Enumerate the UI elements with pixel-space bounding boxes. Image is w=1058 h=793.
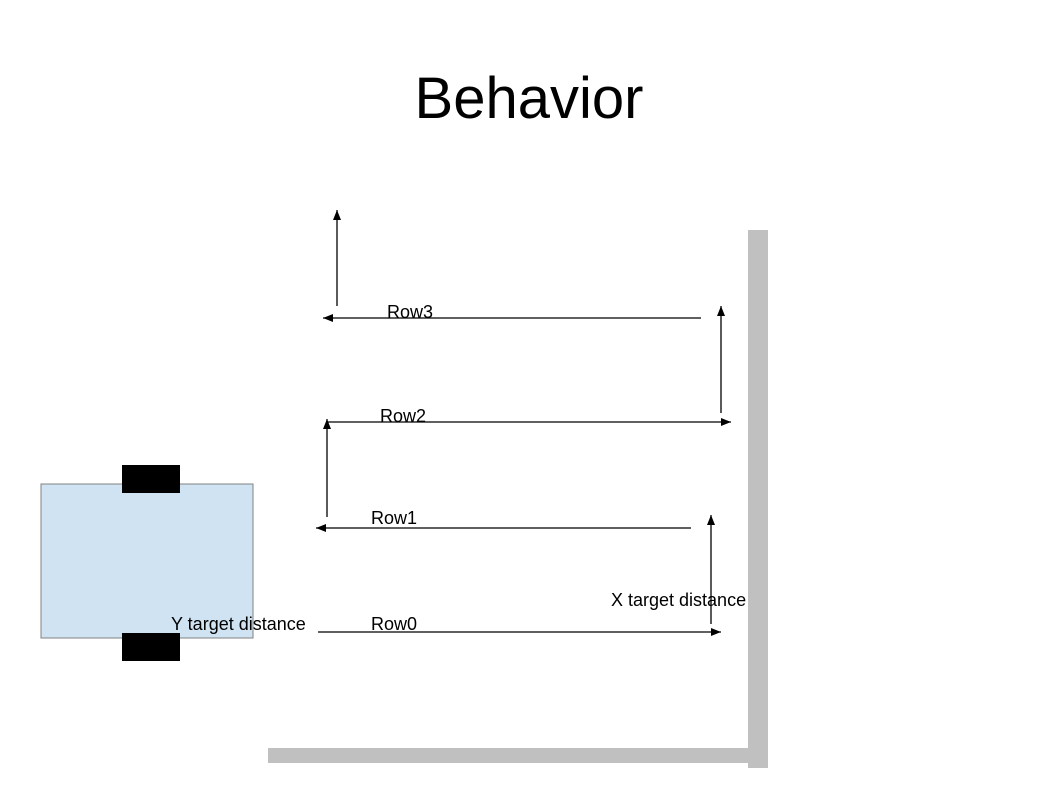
row3-label: Row3 xyxy=(387,302,433,322)
row0-label: Row0 xyxy=(371,614,417,634)
page-title: Behavior xyxy=(415,66,644,131)
robot-wheel-top xyxy=(122,465,180,493)
x-target-distance-label: X target distance xyxy=(611,590,746,610)
wall-vertical xyxy=(748,230,768,768)
robot-wheel-bottom xyxy=(122,633,180,661)
row1-label: Row1 xyxy=(371,508,417,528)
robot-body xyxy=(40,483,254,639)
y-target-distance-label: Y target distance xyxy=(171,614,306,634)
row2-label: Row2 xyxy=(380,406,426,426)
wall-horizontal xyxy=(268,748,768,763)
